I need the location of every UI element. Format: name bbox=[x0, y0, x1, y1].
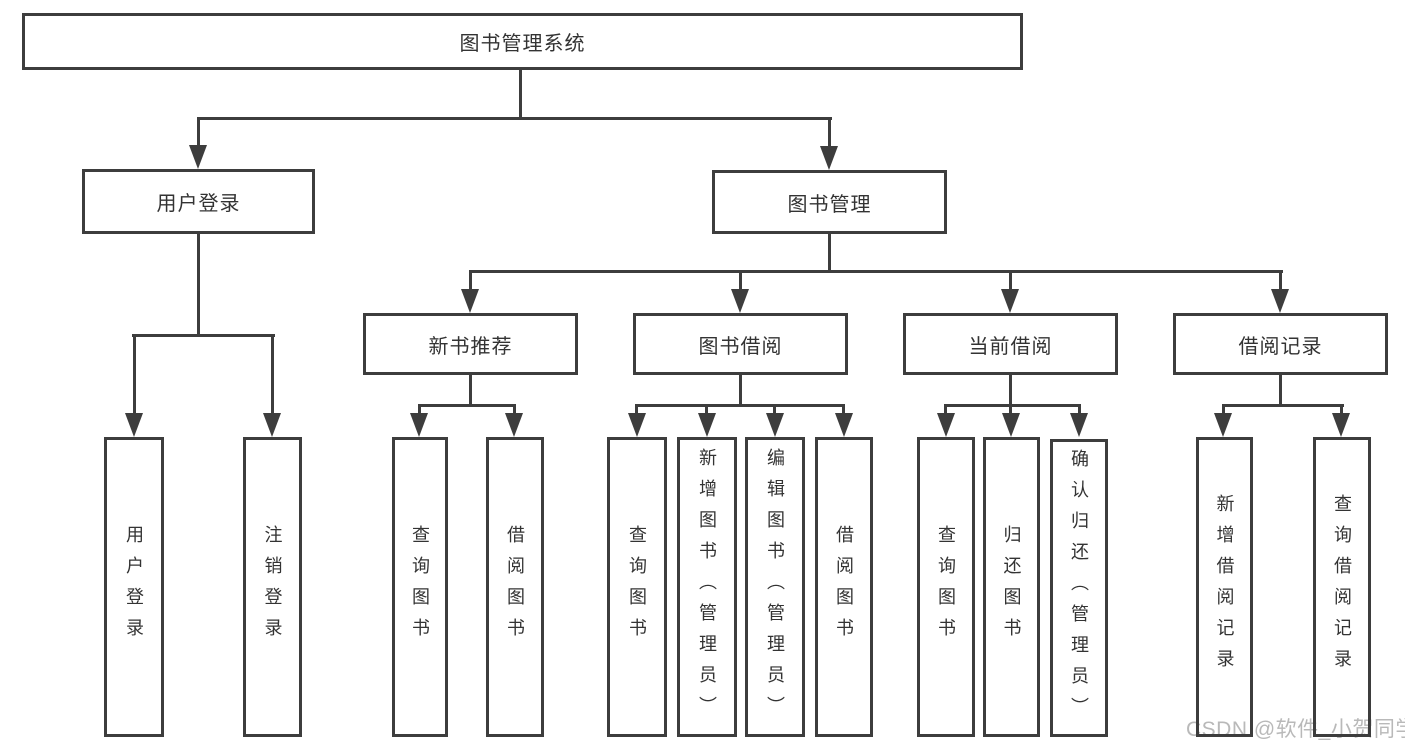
leaf-logout-label: 注销登录 bbox=[262, 525, 283, 649]
leaf-borrow-query-books: 查询图书 bbox=[607, 437, 667, 737]
leaf-borrow-borrow-books-label: 借阅图书 bbox=[834, 525, 854, 649]
connector-book-borrow-stem bbox=[739, 375, 742, 406]
node-book-mgmt: 图书管理 bbox=[712, 170, 947, 234]
node-book-mgmt-label: 图书管理 bbox=[787, 193, 872, 216]
connector-current-stem bbox=[1009, 375, 1012, 406]
arrowhead-to-borrow-add bbox=[698, 413, 716, 437]
connector-new-rec-stem bbox=[469, 375, 472, 406]
leaf-current-return-books: 归还图书 bbox=[983, 437, 1040, 737]
leaf-records-add-record-label: 新增借阅记录 bbox=[1214, 494, 1235, 680]
connector-to-new-rec bbox=[469, 270, 472, 292]
leaf-borrow-borrow-books: 借阅图书 bbox=[815, 437, 873, 737]
node-root-label: 图书管理系统 bbox=[459, 33, 586, 55]
node-new-rec-label: 新书推荐 bbox=[428, 335, 513, 358]
arrowhead-to-records-add bbox=[1214, 413, 1232, 437]
leaf-current-confirm-return-admin-label: 确认归还（管理员） bbox=[1069, 448, 1089, 728]
node-book-borrow-label: 图书借阅 bbox=[698, 335, 783, 358]
node-current-borrow-label: 当前借阅 bbox=[968, 335, 1053, 358]
arrowhead-to-book-borrow bbox=[731, 289, 749, 313]
connector-records-bar bbox=[1222, 404, 1344, 407]
connector-new-rec-bar bbox=[418, 404, 515, 407]
arrowhead-to-borrow-query bbox=[628, 413, 646, 437]
connector-to-leaf-logout bbox=[271, 334, 274, 416]
connector-to-records-query bbox=[1340, 404, 1343, 416]
connector-to-book-mgmt bbox=[828, 117, 831, 150]
leaf-current-query-books: 查询图书 bbox=[917, 437, 975, 737]
connector-to-leaf-user-login bbox=[133, 334, 136, 416]
arrowhead-to-records-query bbox=[1332, 413, 1350, 437]
connector-to-current-borrow bbox=[1009, 270, 1012, 292]
node-root: 图书管理系统 bbox=[22, 13, 1023, 70]
node-borrow-records: 借阅记录 bbox=[1173, 313, 1388, 375]
csdn-watermark: CSDN @软件_小贺同学 bbox=[1186, 718, 1405, 741]
leaf-records-query-record: 查询借阅记录 bbox=[1313, 437, 1371, 737]
connector-to-newrec-borrow bbox=[513, 404, 516, 416]
arrowhead-to-leaf-logout bbox=[263, 413, 281, 437]
leaf-borrow-edit-books-admin: 编辑图书（管理员） bbox=[745, 437, 805, 737]
connector-to-borrow-records bbox=[1279, 270, 1282, 292]
arrowhead-to-current-confirm bbox=[1070, 413, 1088, 437]
leaf-newrec-borrow-books-label: 借阅图书 bbox=[505, 525, 525, 649]
connector-to-current-return bbox=[1009, 404, 1012, 416]
connector-to-current-query bbox=[944, 404, 947, 416]
leaf-borrow-edit-books-admin-label: 编辑图书（管理员） bbox=[765, 447, 785, 727]
leaf-newrec-query-books: 查询图书 bbox=[392, 437, 448, 737]
connector-to-records-add bbox=[1222, 404, 1225, 416]
connector-to-current-confirm bbox=[1078, 404, 1081, 416]
node-new-rec: 新书推荐 bbox=[363, 313, 578, 375]
node-current-borrow: 当前借阅 bbox=[903, 313, 1118, 375]
arrowhead-to-borrow-edit bbox=[766, 413, 784, 437]
connector-to-borrow-add bbox=[705, 404, 708, 416]
connector-user-login-bar bbox=[132, 334, 275, 337]
leaf-newrec-borrow-books: 借阅图书 bbox=[486, 437, 544, 737]
connector-to-book-borrow bbox=[739, 270, 742, 292]
connector-book-borrow-bar bbox=[635, 404, 845, 407]
node-book-borrow: 图书借阅 bbox=[633, 313, 848, 375]
node-borrow-records-label: 借阅记录 bbox=[1238, 335, 1323, 358]
leaf-current-return-books-label: 归还图书 bbox=[1001, 525, 1022, 649]
node-user-login-label: 用户登录 bbox=[156, 193, 241, 215]
arrowhead-to-current-query bbox=[937, 413, 955, 437]
connector-to-borrow-query bbox=[635, 404, 638, 416]
arrowhead-to-current-borrow bbox=[1001, 289, 1019, 313]
connector-to-user-login bbox=[197, 117, 200, 149]
connector-records-stem bbox=[1279, 375, 1282, 406]
arrowhead-to-new-rec bbox=[461, 289, 479, 313]
leaf-user-login-label: 用户登录 bbox=[124, 525, 144, 649]
leaf-records-add-record: 新增借阅记录 bbox=[1196, 437, 1253, 737]
leaf-current-query-books-label: 查询图书 bbox=[936, 525, 956, 649]
leaf-current-confirm-return-admin: 确认归还（管理员） bbox=[1050, 439, 1108, 737]
leaf-borrow-query-books-label: 查询图书 bbox=[627, 525, 647, 649]
arrowhead-to-newrec-query bbox=[410, 413, 428, 437]
arrowhead-to-user-login bbox=[189, 145, 207, 169]
connector-user-login-stem bbox=[197, 233, 200, 336]
arrowhead-to-newrec-borrow bbox=[505, 413, 523, 437]
arrowhead-to-borrow-borrow bbox=[835, 413, 853, 437]
connector-to-newrec-query bbox=[418, 404, 421, 416]
connector-current-bar bbox=[944, 404, 1081, 407]
node-user-login: 用户登录 bbox=[82, 169, 315, 234]
arrowhead-to-book-mgmt bbox=[820, 146, 838, 170]
arrowhead-to-borrow-records bbox=[1271, 289, 1289, 313]
connector-book-mgmt-bar bbox=[469, 270, 1283, 273]
leaf-records-query-record-label: 查询借阅记录 bbox=[1332, 494, 1352, 680]
connector-root-bar bbox=[197, 117, 832, 120]
connector-root-stem bbox=[519, 70, 522, 120]
connector-to-borrow-edit bbox=[773, 404, 776, 416]
connector-to-borrow-borrow bbox=[842, 404, 845, 416]
arrowhead-to-current-return bbox=[1002, 413, 1020, 437]
leaf-newrec-query-books-label: 查询图书 bbox=[410, 525, 430, 649]
leaf-borrow-add-books-admin-label: 新增图书（管理员） bbox=[697, 447, 717, 727]
arrowhead-to-leaf-user-login bbox=[125, 413, 143, 437]
leaf-logout: 注销登录 bbox=[243, 437, 302, 737]
connector-book-mgmt-stem bbox=[828, 234, 831, 273]
leaf-borrow-add-books-admin: 新增图书（管理员） bbox=[677, 437, 737, 737]
leaf-user-login: 用户登录 bbox=[104, 437, 164, 737]
